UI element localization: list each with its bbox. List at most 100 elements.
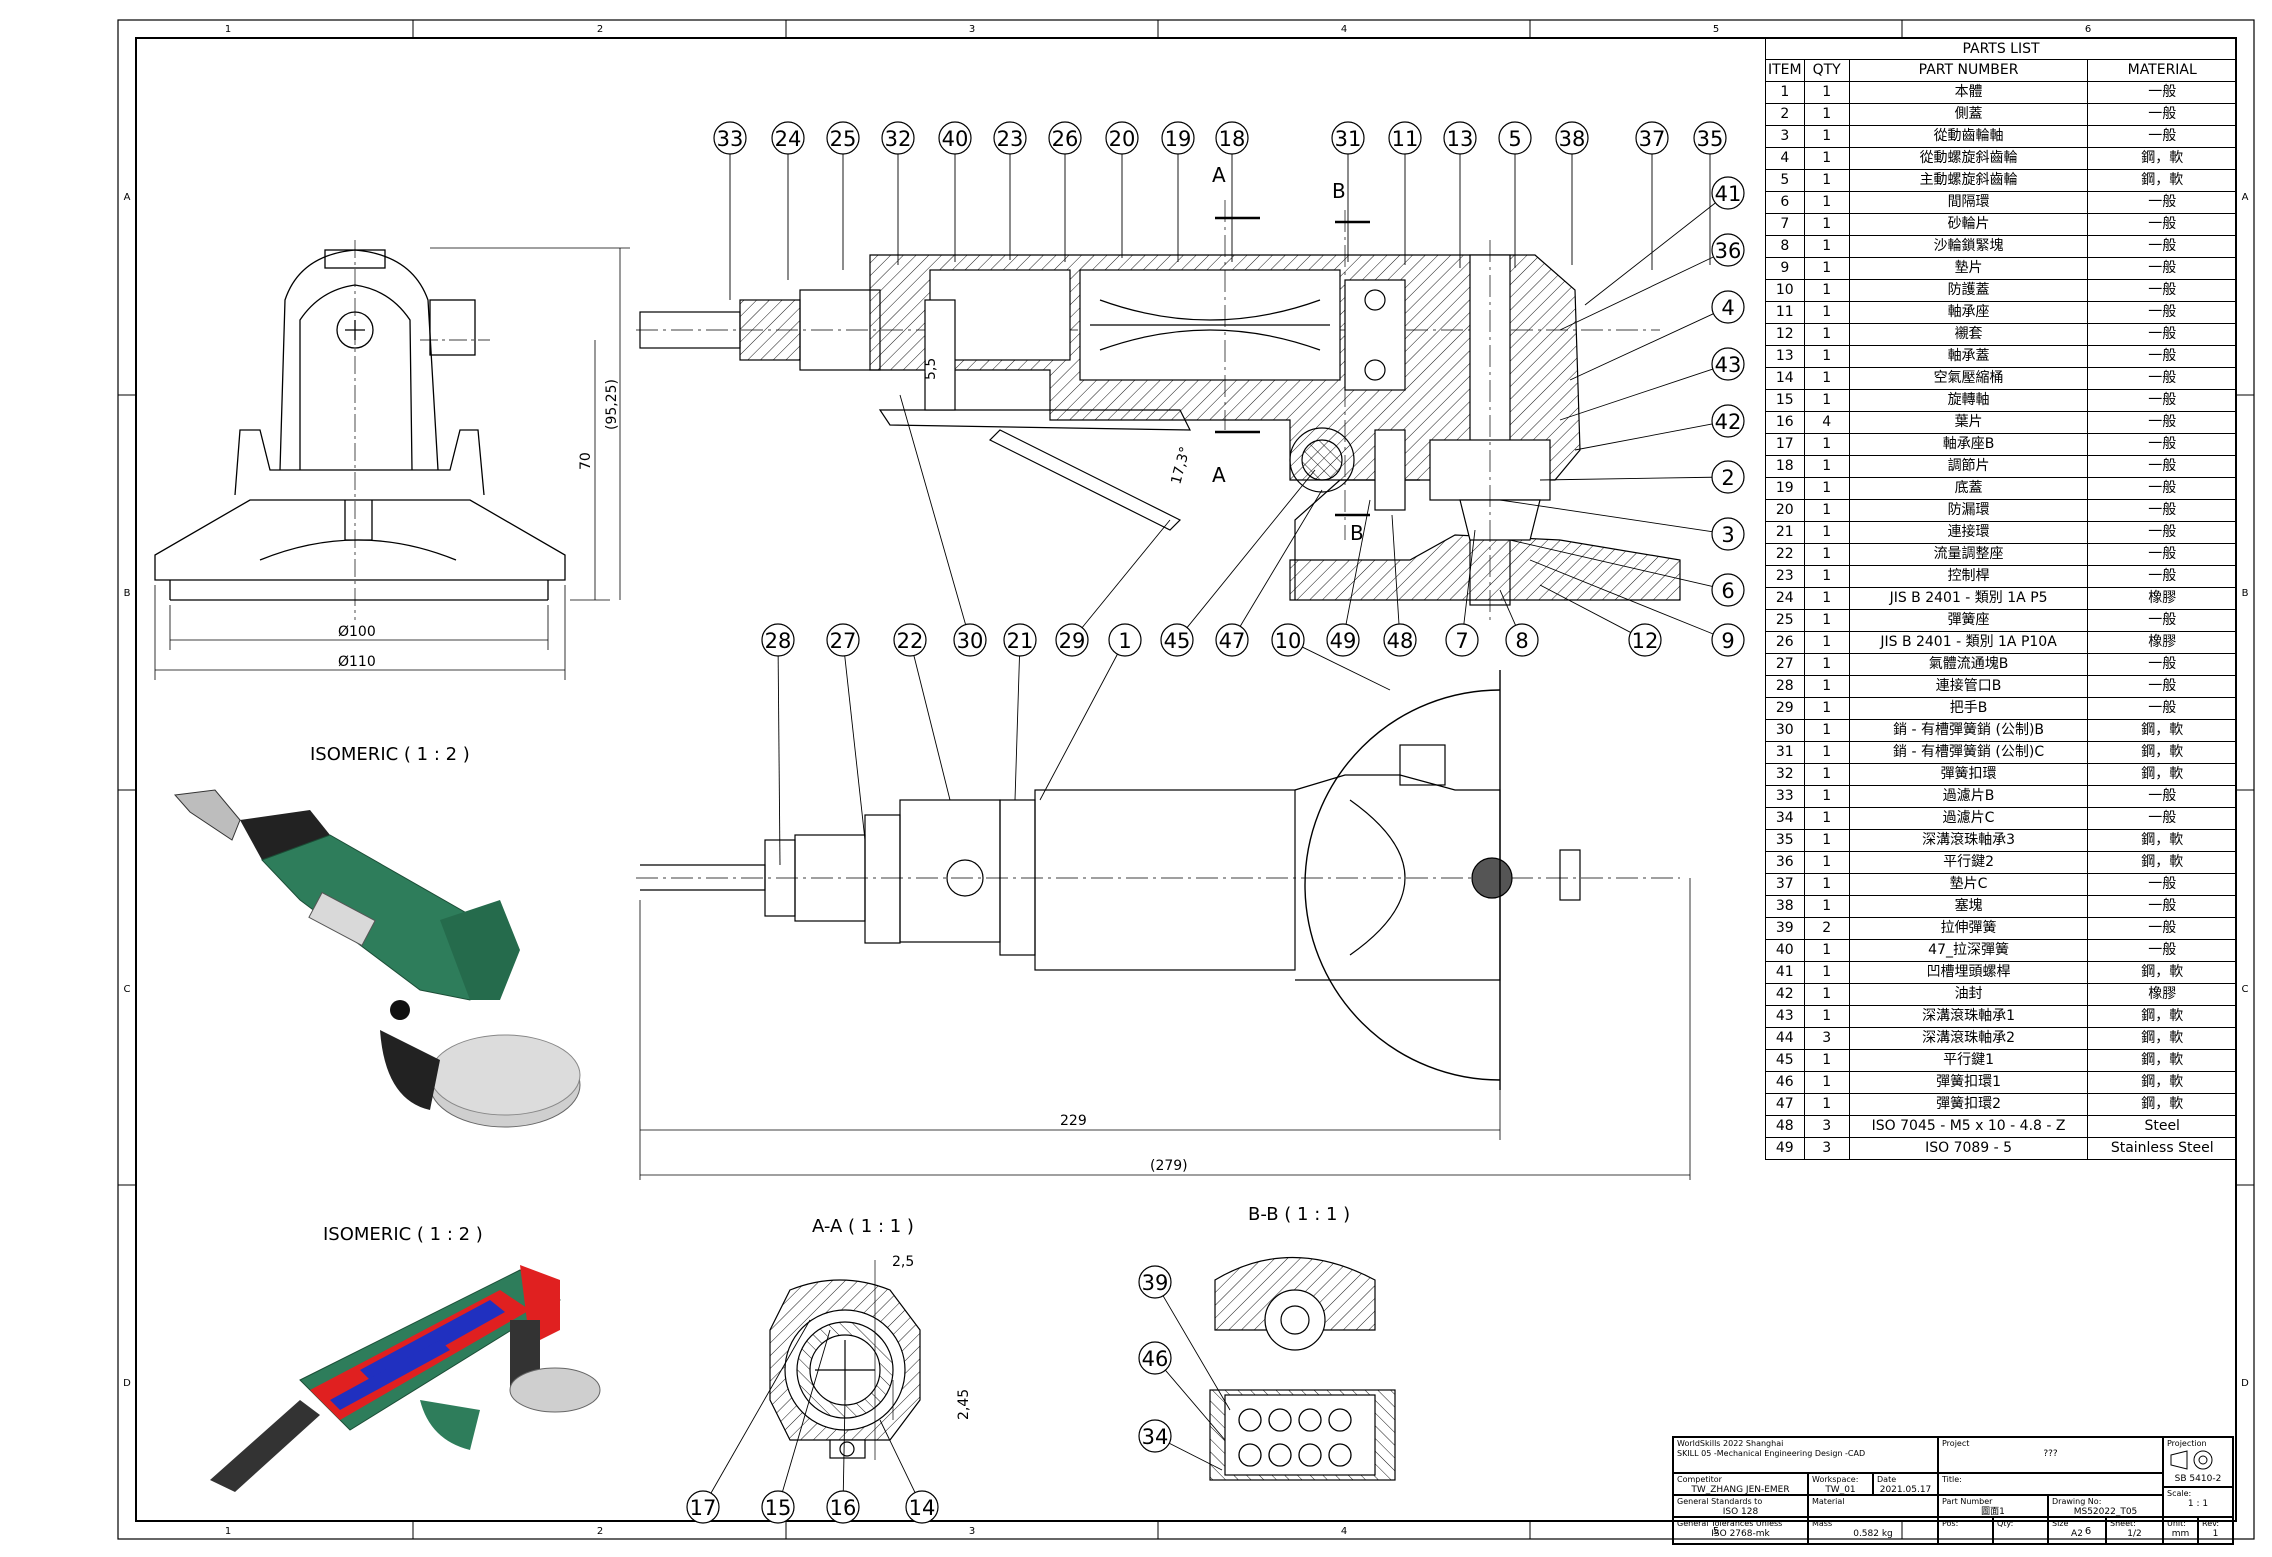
- balloon: 5: [1498, 121, 1532, 268]
- parts-cell-part-number: 底蓋: [1848, 477, 2089, 500]
- parts-cell-qty: 1: [1803, 81, 1850, 104]
- balloon-circle: [1498, 121, 1532, 155]
- balloon-number: 34: [1142, 1425, 1169, 1449]
- zone-col-2: 2: [597, 24, 603, 35]
- zone-row-b-right: B: [2242, 588, 2249, 599]
- parts-cell-material: 一般: [2087, 675, 2237, 698]
- zone-labels: 1 2 3 4 5 6 1 2 3 4 5 6 A B C D A B C D: [123, 24, 2249, 1537]
- tb-scale-value: 1 : 1: [2187, 1499, 2209, 1509]
- balloon-leader: [1345, 499, 1371, 625]
- parts-cell-item: 2: [1765, 103, 1805, 126]
- balloon: 35: [1693, 121, 1727, 265]
- balloon: 31: [1331, 121, 1365, 262]
- parts-cell-material: 橡膠: [2087, 631, 2237, 654]
- balloon-number: 47: [1219, 629, 1246, 653]
- parts-cell-item: 7: [1765, 213, 1805, 236]
- parts-cell-item: 36: [1765, 851, 1805, 874]
- tb-event: WorldSkills 2022 Shanghai SKILL 05 -Mech…: [1673, 1437, 1938, 1473]
- balloon-circle: [1711, 573, 1745, 607]
- parts-cell-material: 橡膠: [2087, 587, 2237, 610]
- parts-cell-item: 34: [1765, 807, 1805, 830]
- balloon-number: 24: [775, 127, 802, 151]
- balloon-leader: [710, 1319, 811, 1494]
- balloon: 37: [1635, 121, 1669, 270]
- balloon-circle: [761, 623, 795, 657]
- balloon: 2: [1539, 460, 1745, 494]
- parts-cell-material: 一般: [2087, 565, 2237, 588]
- parts-cell-item: 48: [1765, 1115, 1805, 1138]
- parts-cell-part-number: 間隔環: [1848, 191, 2089, 214]
- tb-size-value: A2: [2071, 1529, 2083, 1539]
- balloon-leader: [1539, 584, 1632, 633]
- dim-229: 229: [1060, 1113, 1087, 1129]
- parts-cell-material: 一般: [2087, 873, 2237, 896]
- balloon-circle: [1693, 121, 1727, 155]
- balloon-circle: [713, 121, 747, 155]
- balloon: 39: [1138, 1265, 1231, 1411]
- balloon-number: 37: [1639, 127, 1666, 151]
- balloon-leader: [1302, 646, 1391, 691]
- parts-cell-material: 鋼，軟: [2087, 829, 2237, 852]
- balloon: 12: [1539, 584, 1662, 657]
- dim-55: 5,5: [923, 358, 939, 380]
- parts-header-qty: QTY: [1803, 59, 1850, 82]
- tb-project-value: ???: [2043, 1449, 2058, 1459]
- parts-cell-material: 一般: [2087, 257, 2237, 280]
- parts-cell-part-number: 連接環: [1848, 521, 2089, 544]
- parts-cell-item: 12: [1765, 323, 1805, 346]
- zone-col-3-bottom: 3: [969, 1526, 975, 1537]
- balloon: 19: [1161, 121, 1195, 262]
- balloon: 48: [1383, 514, 1417, 657]
- balloon-circle: [1331, 121, 1365, 155]
- balloon-leader: [1559, 256, 1714, 331]
- balloon-number: 39: [1142, 1271, 1169, 1295]
- parts-cell-material: 鋼，軟: [2087, 1005, 2237, 1028]
- balloon-leader: [777, 655, 781, 866]
- parts-cell-part-number: 塞塊: [1848, 895, 2089, 918]
- balloon-circle: [1445, 623, 1479, 657]
- balloon: 20: [1105, 121, 1139, 258]
- zone-row-d-right: D: [2241, 1378, 2249, 1389]
- balloon-number: 46: [1142, 1347, 1169, 1371]
- parts-cell-part-number: 深溝滾珠軸承1: [1848, 1005, 2089, 1028]
- parts-cell-qty: 1: [1803, 829, 1850, 852]
- balloon-number: 26: [1052, 127, 1079, 151]
- parts-cell-material: 一般: [2087, 917, 2237, 940]
- parts-cell-part-number: 墊片C: [1848, 873, 2089, 896]
- parts-cell-item: 35: [1765, 829, 1805, 852]
- balloon: 32: [881, 121, 915, 265]
- parts-cell-part-number: ISO 7089 - 5: [1848, 1137, 2089, 1160]
- balloon: 17: [686, 1319, 811, 1524]
- parts-cell-qty: 1: [1803, 455, 1850, 478]
- parts-cell-part-number: 主動螺旋斜齒輪: [1848, 169, 2089, 192]
- tb-tolerances-value: ISO 2768-mk: [1711, 1529, 1770, 1539]
- parts-cell-item: 26: [1765, 631, 1805, 654]
- parts-cell-item: 20: [1765, 499, 1805, 522]
- tb-sheet-value: 1/2: [2127, 1529, 2142, 1539]
- parts-cell-item: 10: [1765, 279, 1805, 302]
- balloon: 15: [761, 1329, 831, 1524]
- balloon: 34: [1138, 1419, 1223, 1471]
- balloon-number: 4: [1721, 296, 1734, 320]
- section-bb-view: [1209, 1256, 1396, 1481]
- parts-cell-part-number: 墊片: [1848, 257, 2089, 280]
- parts-cell-part-number: 氣體流通塊B: [1848, 653, 2089, 676]
- balloon-number: 10: [1275, 629, 1302, 653]
- balloon-leader: [1584, 202, 1716, 306]
- iso-section-render: [210, 1265, 601, 1492]
- balloon-number: 12: [1632, 629, 1659, 653]
- balloon-circle: [1711, 176, 1745, 210]
- parts-cell-item: 18: [1765, 455, 1805, 478]
- balloon-number: 31: [1335, 127, 1362, 151]
- balloon: 9: [1529, 559, 1745, 657]
